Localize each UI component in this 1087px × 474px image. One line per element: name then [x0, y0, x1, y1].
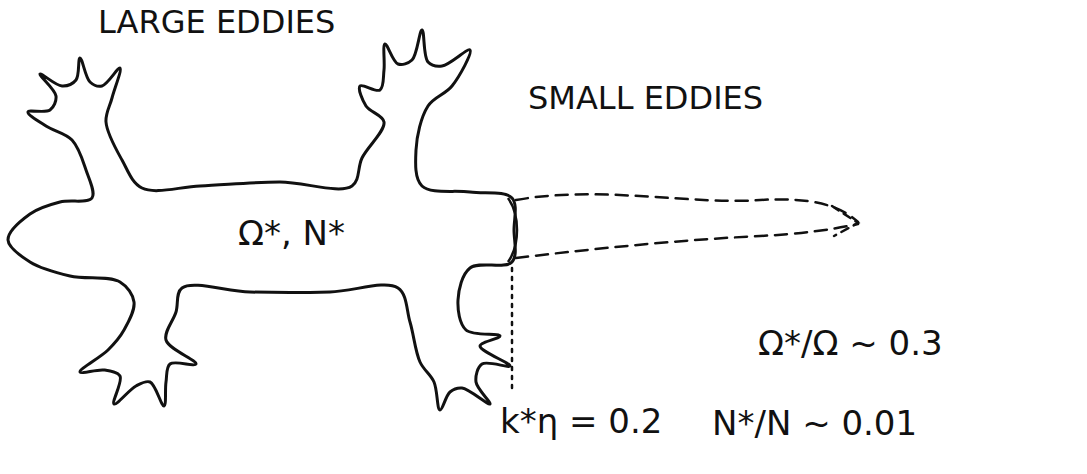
ratio-note: N*/N ~ 0.01 — [712, 404, 917, 443]
ratio-note: Ω*/Ω ~ 0.3 — [758, 324, 943, 363]
cutoff-wavenumber: k*η = 0.2 — [500, 402, 662, 441]
cutoff-dotted-line — [511, 268, 514, 390]
lizard-body: LARGE EDDIES Ω*, N* — [0, 0, 530, 474]
body-symbols: Ω*, N* — [238, 214, 345, 253]
tail-heading: SMALL EDDIES — [528, 80, 763, 117]
group-heading: LARGE EDDIES — [98, 4, 335, 41]
lizard-shape — [8, 30, 515, 410]
tail-upper-dashed — [516, 194, 858, 222]
tail-cut — [508, 198, 517, 262]
tail-lower-dashed — [516, 224, 858, 258]
tail-arrowhead — [832, 206, 858, 236]
